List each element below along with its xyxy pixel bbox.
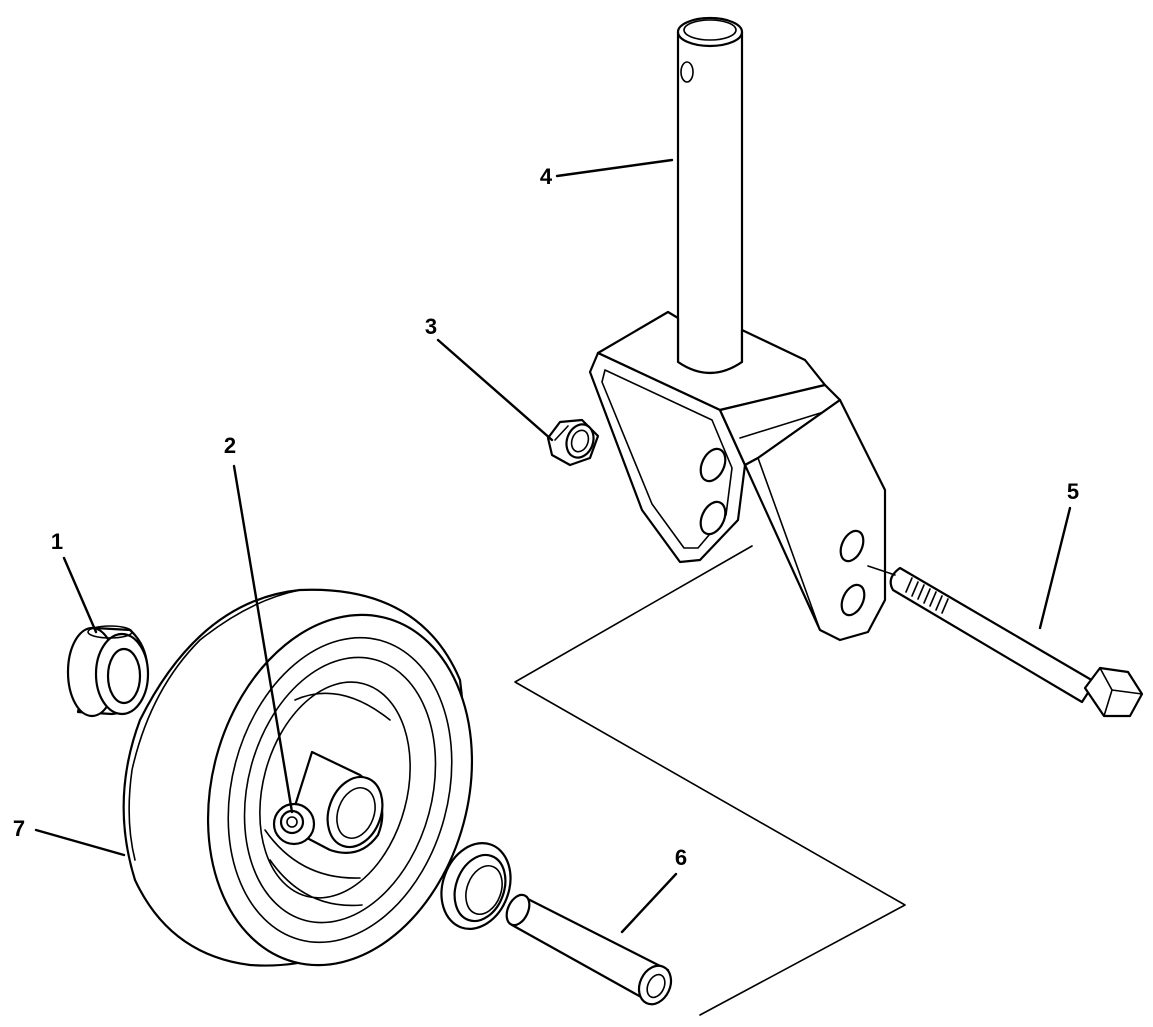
leader-2: [232, 464, 294, 814]
callout-1: 1: [50, 529, 64, 554]
caster-fork-with-shaft: [588, 16, 887, 642]
callout-5: 5: [1066, 479, 1080, 504]
leader-5: [1038, 506, 1072, 630]
bolt: [867, 565, 1144, 718]
lock-nut: [546, 418, 600, 467]
flange-bushing-left: [66, 625, 150, 718]
leader-6: [620, 872, 678, 934]
leader-7: [34, 828, 126, 857]
flange-bushing-right: [440, 842, 512, 930]
callout-3: 3: [424, 314, 438, 339]
assembly-plane: [514, 545, 906, 1016]
callout-6: 6: [674, 845, 688, 870]
wheel-assembly: [122, 588, 474, 967]
leader-3: [436, 338, 554, 442]
leader-4: [555, 158, 674, 178]
leader-1: [62, 556, 98, 634]
callout-2: 2: [223, 433, 237, 458]
leader-lines: [34, 158, 1072, 934]
callout-7: 7: [12, 816, 26, 841]
callout-4: 4: [539, 164, 553, 189]
spacer-tube: [505, 893, 673, 1006]
